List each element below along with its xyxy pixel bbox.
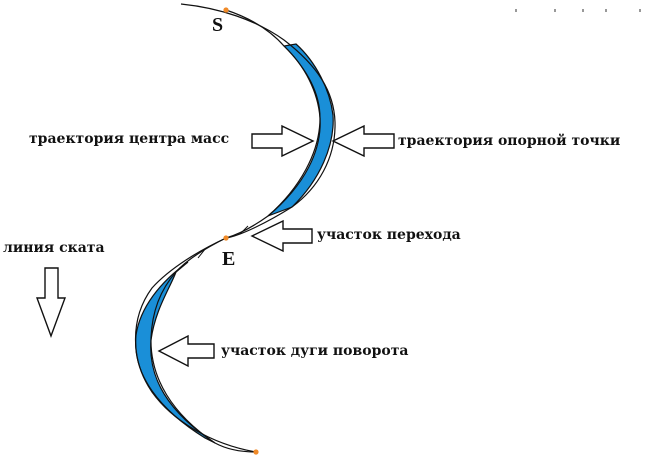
transition-tick — [197, 247, 207, 259]
start-marker — [223, 7, 229, 13]
fall-line-label: линия ската — [3, 240, 105, 256]
support-point-trajectory — [135, 3, 336, 453]
end-point-label: E — [222, 248, 236, 270]
turn-arc-label: участок дуги поворота — [221, 343, 409, 359]
center-of-mass-label: траектория центра масс — [29, 131, 230, 147]
bottom-marker — [253, 449, 259, 455]
support-point-label: траектория опорной точки — [398, 133, 621, 149]
center-of-mass-arrow — [251, 124, 315, 158]
corner-ticks — [515, 9, 641, 12]
start-point-label: S — [212, 14, 224, 36]
transition-arrow — [250, 219, 313, 253]
fall-line-arrow — [35, 267, 67, 339]
turn-arc-arrow — [157, 334, 215, 368]
transition-label: участок перехода — [317, 227, 461, 243]
support-point-arrow — [331, 124, 395, 158]
upper-turn-arc — [267, 43, 334, 217]
end-marker — [223, 235, 229, 241]
transition-tick — [239, 225, 249, 235]
